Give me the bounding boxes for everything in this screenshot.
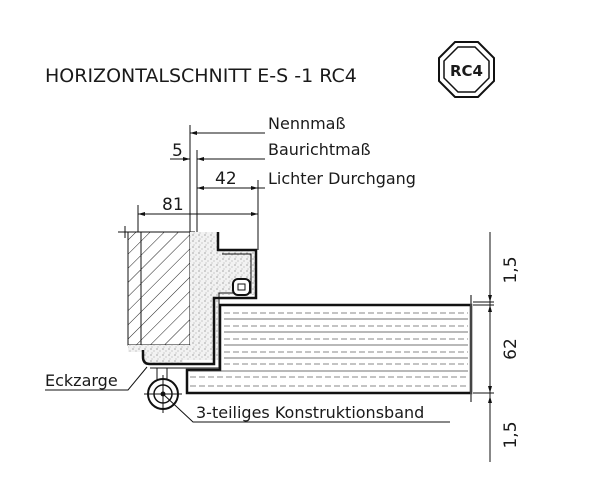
- lichter-durchgang-value: 42: [215, 169, 237, 189]
- leaf-thickness-value: 62: [501, 338, 521, 360]
- hinge-label: 3-teiliges Konstruktionsband: [196, 403, 424, 422]
- rc4-badge: RC4: [438, 41, 495, 98]
- baurichtmass-label: Baurichtmaß: [268, 140, 371, 159]
- frame-label: Eckzarge: [45, 371, 118, 390]
- bottom-gap-value: 1,5: [501, 421, 521, 448]
- drawing-title: HORIZONTALSCHNITT E-S -1 RC4: [45, 65, 357, 87]
- lichter-durchgang-label: Lichter Durchgang: [268, 169, 416, 188]
- baurichtmass-value: 5: [172, 141, 183, 161]
- frame-width-value: 81: [162, 195, 184, 215]
- right-dimensions: [473, 232, 494, 462]
- frame-leader: [45, 366, 148, 391]
- top-gap-value: 1,5: [501, 256, 521, 283]
- hinge-leader: [162, 393, 450, 423]
- door-leaf: [185, 295, 473, 402]
- wall-section: [118, 226, 195, 346]
- corner-frame: [128, 232, 258, 369]
- dimension-arrows: [138, 131, 258, 216]
- nennmass-label: Nennmaß: [268, 114, 346, 133]
- svg-text:RC4: RC4: [450, 62, 483, 80]
